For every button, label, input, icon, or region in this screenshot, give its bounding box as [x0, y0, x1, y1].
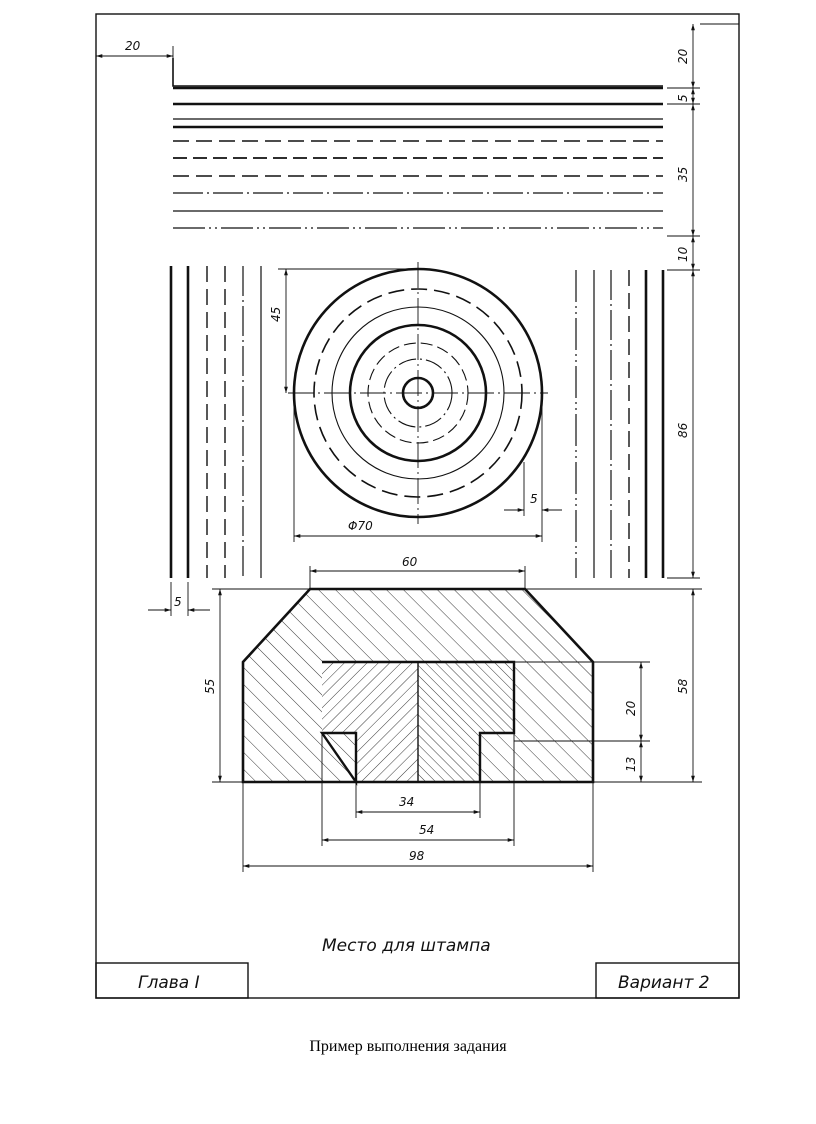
- horizontal-line-samples: [173, 86, 663, 229]
- dim-top-margin-right: 20: [676, 48, 690, 64]
- figure-caption: Пример выполнения задания: [309, 1038, 507, 1055]
- chapter-label: Глава I: [138, 973, 200, 993]
- title-boxes: [95, 962, 740, 999]
- dim-width-54: 54: [419, 823, 434, 837]
- dim-width-60: 60: [402, 555, 418, 569]
- dim-gap-10: 10: [676, 246, 690, 262]
- dim-vertical-lines-86: 86: [676, 422, 690, 438]
- dim-inner-13: 13: [624, 757, 638, 772]
- dim-spacing-5: 5: [676, 94, 690, 102]
- dim-vertical-gap-5: 5: [174, 595, 182, 609]
- top-dimensions: [96, 23, 739, 271]
- dim-circle-diameter: Φ70: [348, 519, 373, 533]
- stamp-placeholder-text: Место для штампа: [322, 936, 491, 956]
- left-5-dimension: [148, 582, 210, 616]
- concentric-circles: [288, 262, 548, 524]
- right-86-dimension: [667, 270, 700, 579]
- dim-circle-gap-5: 5: [530, 492, 538, 506]
- dim-width-98: 98: [409, 849, 425, 863]
- section-part: [241, 587, 595, 786]
- dim-line-block-35: 35: [676, 167, 690, 182]
- dim-circle-offset-45: 45: [269, 307, 283, 322]
- part-dimensions: [212, 566, 702, 872]
- dim-top-margin-left: 20: [125, 39, 141, 53]
- variant-label: Вариант 2: [618, 973, 710, 993]
- dim-height-58: 58: [676, 678, 690, 694]
- right-vertical-line-samples: [575, 270, 665, 578]
- left-vertical-line-samples: [169, 266, 262, 578]
- dim-height-55: 55: [203, 679, 217, 694]
- dim-width-34: 34: [399, 795, 414, 809]
- circle-dimensions: [278, 268, 562, 542]
- dim-inner-20: 20: [624, 700, 638, 716]
